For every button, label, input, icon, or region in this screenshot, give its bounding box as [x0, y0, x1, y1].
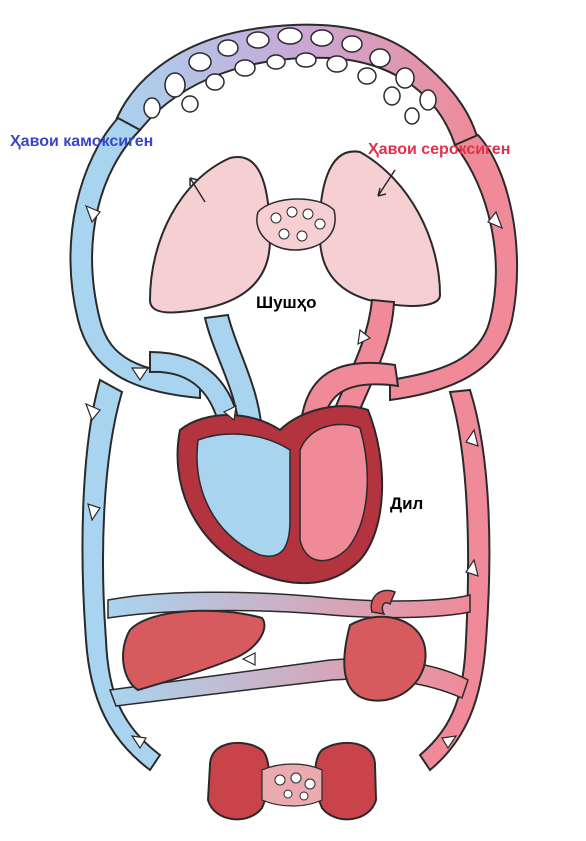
left-lower-vein — [83, 380, 160, 770]
lungs-label: Шушҳо — [256, 293, 317, 313]
upper-body-capillaries — [110, 25, 478, 145]
kidneys — [208, 743, 376, 819]
oxygenated-air-label: Ҳавои сероксиген — [368, 141, 510, 159]
lungs — [150, 151, 440, 312]
heart — [178, 406, 383, 583]
deoxygenated-air-label: Ҳавои камоксиген — [10, 133, 153, 151]
stomach — [344, 617, 425, 701]
right-lower-artery — [420, 390, 489, 770]
heart-label: Дил — [390, 494, 423, 514]
